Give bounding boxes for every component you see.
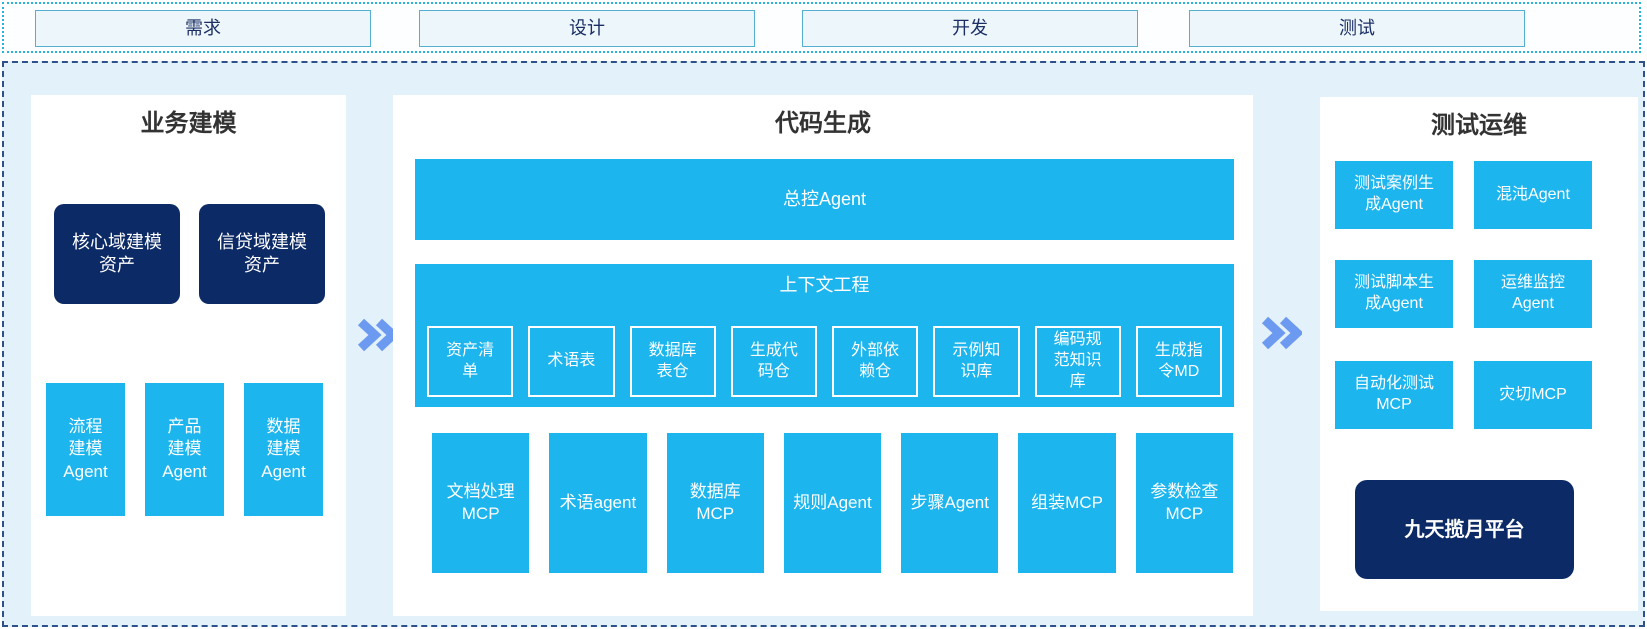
context-item-glossary: 术语表 [528, 326, 615, 397]
mcp-agent-row: 文档处理 MCP 术语agent 数据库 MCP 规则Agent 步骤Agent… [432, 433, 1233, 573]
context-item-external-deps-repo: 外部依 赖仓 [832, 326, 919, 397]
phase-label: 测试 [1339, 17, 1375, 38]
testops-box-label: 运维监控 Agent [1500, 274, 1565, 312]
phase-label: 开发 [952, 17, 988, 38]
context-engineering-group: 上下文工程 资产清 单 术语表 数据库 表仓 生成代 码仓 外部 [415, 264, 1234, 407]
context-item-label: 资产清 单 [446, 341, 495, 380]
platform-label: 九天揽月平台 [1404, 518, 1525, 541]
agent-box-process-modeling: 流程 建模 Agent [46, 383, 125, 516]
agent-label: 流程 建模 Agent [63, 417, 108, 481]
testops-box-disaster-switch-mcp: 灾切MCP [1474, 361, 1592, 429]
context-item-coding-standard-kb: 编码规 范知识 库 [1034, 326, 1121, 397]
phase-bar: 需求 设计 开发 测试 [2, 2, 1641, 53]
flow-arrow-left [356, 318, 400, 352]
testops-box-label: 测试脚本生 成Agent [1353, 274, 1434, 312]
testops-box-label: 混沌Agent [1496, 185, 1570, 203]
mcp-box-label: 规则Agent [793, 492, 872, 512]
asset-label: 核心域建模 资产 [72, 231, 162, 275]
testops-box-label: 自动化测试 MCP [1353, 375, 1434, 413]
mcp-box-label: 组装MCP [1031, 492, 1103, 512]
mcp-box-assembly-mcp: 组装MCP [1018, 433, 1116, 573]
master-agent-bar: 总控Agent [415, 159, 1234, 240]
context-item-label: 生成代 码仓 [749, 341, 798, 380]
panel-business-modeling: 业务建模 核心域建模 资产 信贷域建模 资产 流程 建模 Agent 产品 建模… [31, 95, 346, 616]
panel-title: 测试运维 [1431, 112, 1527, 139]
context-item-row: 资产清 单 术语表 数据库 表仓 生成代 码仓 外部依 赖仓 [427, 326, 1222, 397]
asset-box-credit-domain: 信贷域建模 资产 [199, 204, 325, 304]
context-item-db-table-repo: 数据库 表仓 [629, 326, 716, 397]
panel-title: 业务建模 [140, 110, 237, 137]
context-item-label: 示例知 识库 [952, 341, 1001, 380]
mcp-box-label: 术语agent [559, 492, 637, 512]
asset-box-core-domain: 核心域建模 资产 [54, 204, 180, 304]
platform-box-jiutian: 九天揽月平台 [1355, 480, 1574, 579]
flow-arrow-right [1260, 316, 1304, 350]
context-item-label: 生成指 令MD [1154, 341, 1203, 380]
agent-label: 数据 建模 Agent [261, 417, 306, 481]
panel-title: 代码生成 [775, 110, 871, 137]
mcp-box-rule-agent: 规则Agent [783, 433, 882, 573]
context-item-generate-instruction-md: 生成指 令MD [1135, 326, 1222, 397]
testops-box-ops-monitor-agent: 运维监控 Agent [1474, 260, 1592, 328]
mcp-box-label: 数据库 MCP [689, 481, 741, 523]
testops-box-test-script-gen-agent: 测试脚本生 成Agent [1335, 260, 1453, 328]
context-item-generated-code-repo: 生成代 码仓 [730, 326, 817, 397]
context-item-example-kb: 示例知 识库 [933, 326, 1020, 397]
mcp-box-terminology-agent: 术语agent [549, 433, 647, 573]
mcp-box-database-mcp: 数据库 MCP [666, 433, 764, 573]
context-item-label: 数据库 表仓 [648, 341, 697, 380]
phase-box-testing: 测试 [1189, 10, 1525, 47]
double-chevron-right-icon [357, 318, 400, 352]
testops-box-test-case-gen-agent: 测试案例生 成Agent [1335, 161, 1453, 229]
asset-label: 信贷域建模 资产 [217, 231, 307, 275]
agent-box-data-modeling: 数据 建模 Agent [244, 383, 323, 516]
agent-box-product-modeling: 产品 建模 Agent [145, 383, 224, 516]
main-container: 业务建模 核心域建模 资产 信贷域建模 资产 流程 建模 Agent 产品 建模… [2, 61, 1645, 627]
context-item-label: 术语表 [547, 352, 596, 370]
agent-label: 产品 建模 Agent [162, 417, 207, 481]
mcp-box-doc-processing: 文档处理 MCP [432, 433, 530, 573]
phase-label: 设计 [569, 17, 605, 38]
testops-box-automated-test-mcp: 自动化测试 MCP [1335, 361, 1453, 429]
testops-box-label: 测试案例生 成Agent [1353, 175, 1434, 213]
panel-code-generation: 代码生成 总控Agent 上下文工程 资产清 单 术语表 数据库 表仓 [393, 95, 1253, 616]
phase-box-design: 设计 [419, 10, 755, 47]
context-item-label: 编码规 范知识 库 [1053, 331, 1102, 390]
testops-box-label: 灾切MCP [1499, 385, 1567, 403]
context-item-label: 外部依 赖仓 [851, 341, 900, 380]
phase-box-requirements: 需求 [35, 10, 371, 47]
mcp-box-param-check-mcp: 参数检查 MCP [1135, 433, 1233, 573]
mcp-box-label: 文档处理 MCP [446, 481, 515, 523]
phase-box-development: 开发 [802, 10, 1138, 47]
context-item-asset-list: 资产清 单 [427, 326, 514, 397]
mcp-box-label: 参数检查 MCP [1150, 481, 1219, 523]
context-engineering-title: 上下文工程 [779, 275, 870, 295]
testops-box-chaos-agent: 混沌Agent [1474, 161, 1592, 229]
panel-test-ops: 测试运维 测试案例生 成Agent 混沌Agent 测试脚本生 成Agent 运… [1320, 97, 1638, 611]
master-agent-label: 总控Agent [782, 188, 867, 209]
mcp-box-label: 步骤Agent [910, 492, 989, 512]
phase-label: 需求 [185, 17, 221, 38]
double-chevron-right-icon [1261, 316, 1304, 350]
mcp-box-step-agent: 步骤Agent [901, 433, 999, 573]
